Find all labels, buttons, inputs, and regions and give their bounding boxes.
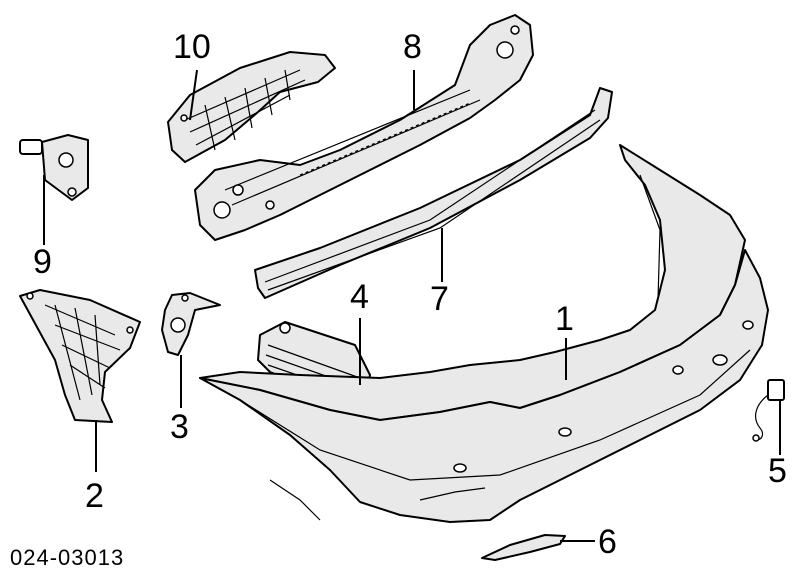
part-10-bracket — [167, 51, 336, 163]
callout-6: 6 — [598, 523, 617, 561]
part-3-clip — [161, 292, 221, 356]
callout-9: 9 — [33, 243, 52, 281]
part-7-beam — [254, 87, 613, 299]
callout-10: 10 — [173, 28, 211, 66]
callout-7: 7 — [430, 280, 449, 318]
part-2-bracket — [19, 289, 141, 423]
part-1-bumper-cover — [199, 144, 769, 523]
callout-1: 1 — [555, 300, 574, 338]
callout-4: 4 — [350, 278, 369, 316]
part-6-trim — [481, 534, 566, 561]
callout-2: 2 — [85, 477, 104, 515]
callouts: 10 8 9 7 4 1 3 2 5 6 — [33, 28, 787, 561]
diagram-code: 024-03013 — [10, 545, 124, 570]
leader-lines — [43, 69, 781, 542]
callout-3: 3 — [170, 408, 189, 446]
part-5-sensor — [752, 379, 785, 442]
part-8-carrier — [194, 14, 534, 241]
callout-8: 8 — [403, 28, 422, 66]
part-9-sensor — [19, 134, 89, 201]
callout-5: 5 — [768, 452, 787, 490]
